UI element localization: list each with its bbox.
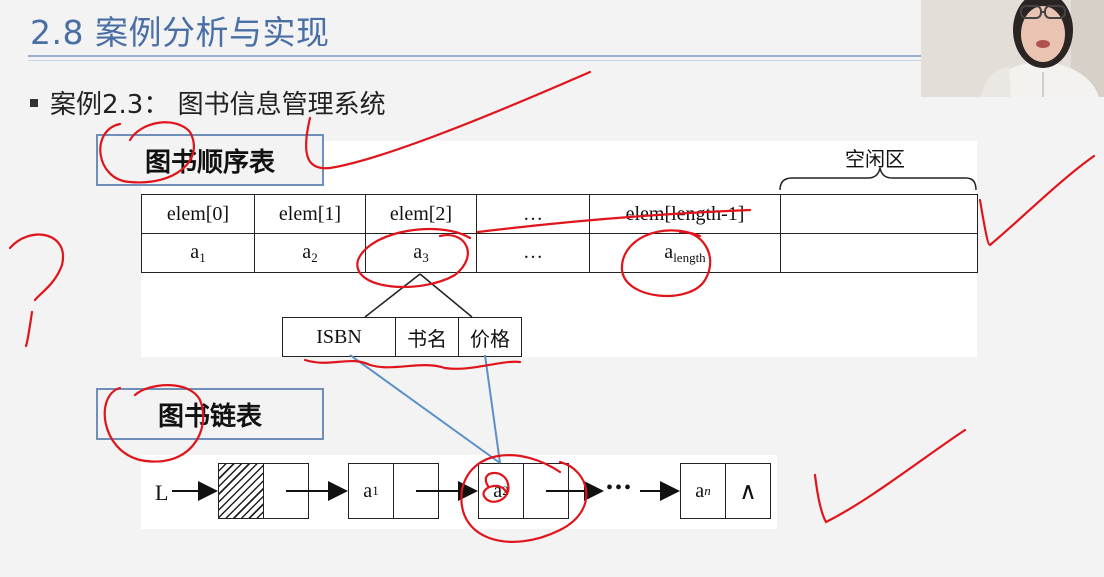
webcam-presenter — [921, 0, 1104, 97]
index-cell: elem[length-1] — [589, 194, 781, 234]
case-bullet-text: 案例2.3： 图书信息管理系统 — [50, 90, 386, 120]
value-cell: a1 — [141, 233, 255, 273]
presenter-image — [921, 0, 1104, 97]
ellipsis: ••• — [606, 477, 634, 499]
free-area-label: 空闲区 — [845, 147, 905, 171]
free-cell — [780, 233, 978, 273]
case-bullet: 案例2.3： 图书信息管理系统 — [30, 84, 386, 121]
linked-list-label: 图书链表 — [96, 388, 324, 440]
red-annotations — [8, 70, 1096, 543]
field-price: 价格 — [458, 317, 522, 357]
head-pointer-label: L — [155, 480, 169, 505]
index-cell: elem[1] — [254, 194, 366, 234]
bullet-icon — [30, 98, 38, 107]
null-pointer-cell: ∧ — [725, 463, 771, 519]
sequence-table: elem[0] elem[1] elem[2] … elem[length-1]… — [141, 194, 978, 273]
free-area-brace — [779, 167, 977, 191]
head-data-cell — [218, 463, 264, 519]
index-cell: elem[2] — [365, 194, 477, 234]
index-cell: elem[0] — [141, 194, 255, 234]
slide-title: 2.8 案例分析与实现 — [30, 13, 330, 52]
field-title: 书名 — [395, 317, 459, 357]
field-isbn: ISBN — [282, 317, 396, 357]
title-divider-secondary — [28, 60, 921, 61]
title-divider — [28, 55, 921, 57]
index-row: elem[0] elem[1] elem[2] … elem[length-1] — [141, 194, 978, 234]
sequence-list-label: 图书顺序表 — [96, 134, 324, 186]
free-cell — [780, 194, 978, 234]
book-record-fields: ISBN 书名 价格 — [282, 317, 522, 357]
value-cell: a3 — [365, 233, 477, 273]
value-row: a1 a2 a3 … alength — [141, 233, 978, 273]
